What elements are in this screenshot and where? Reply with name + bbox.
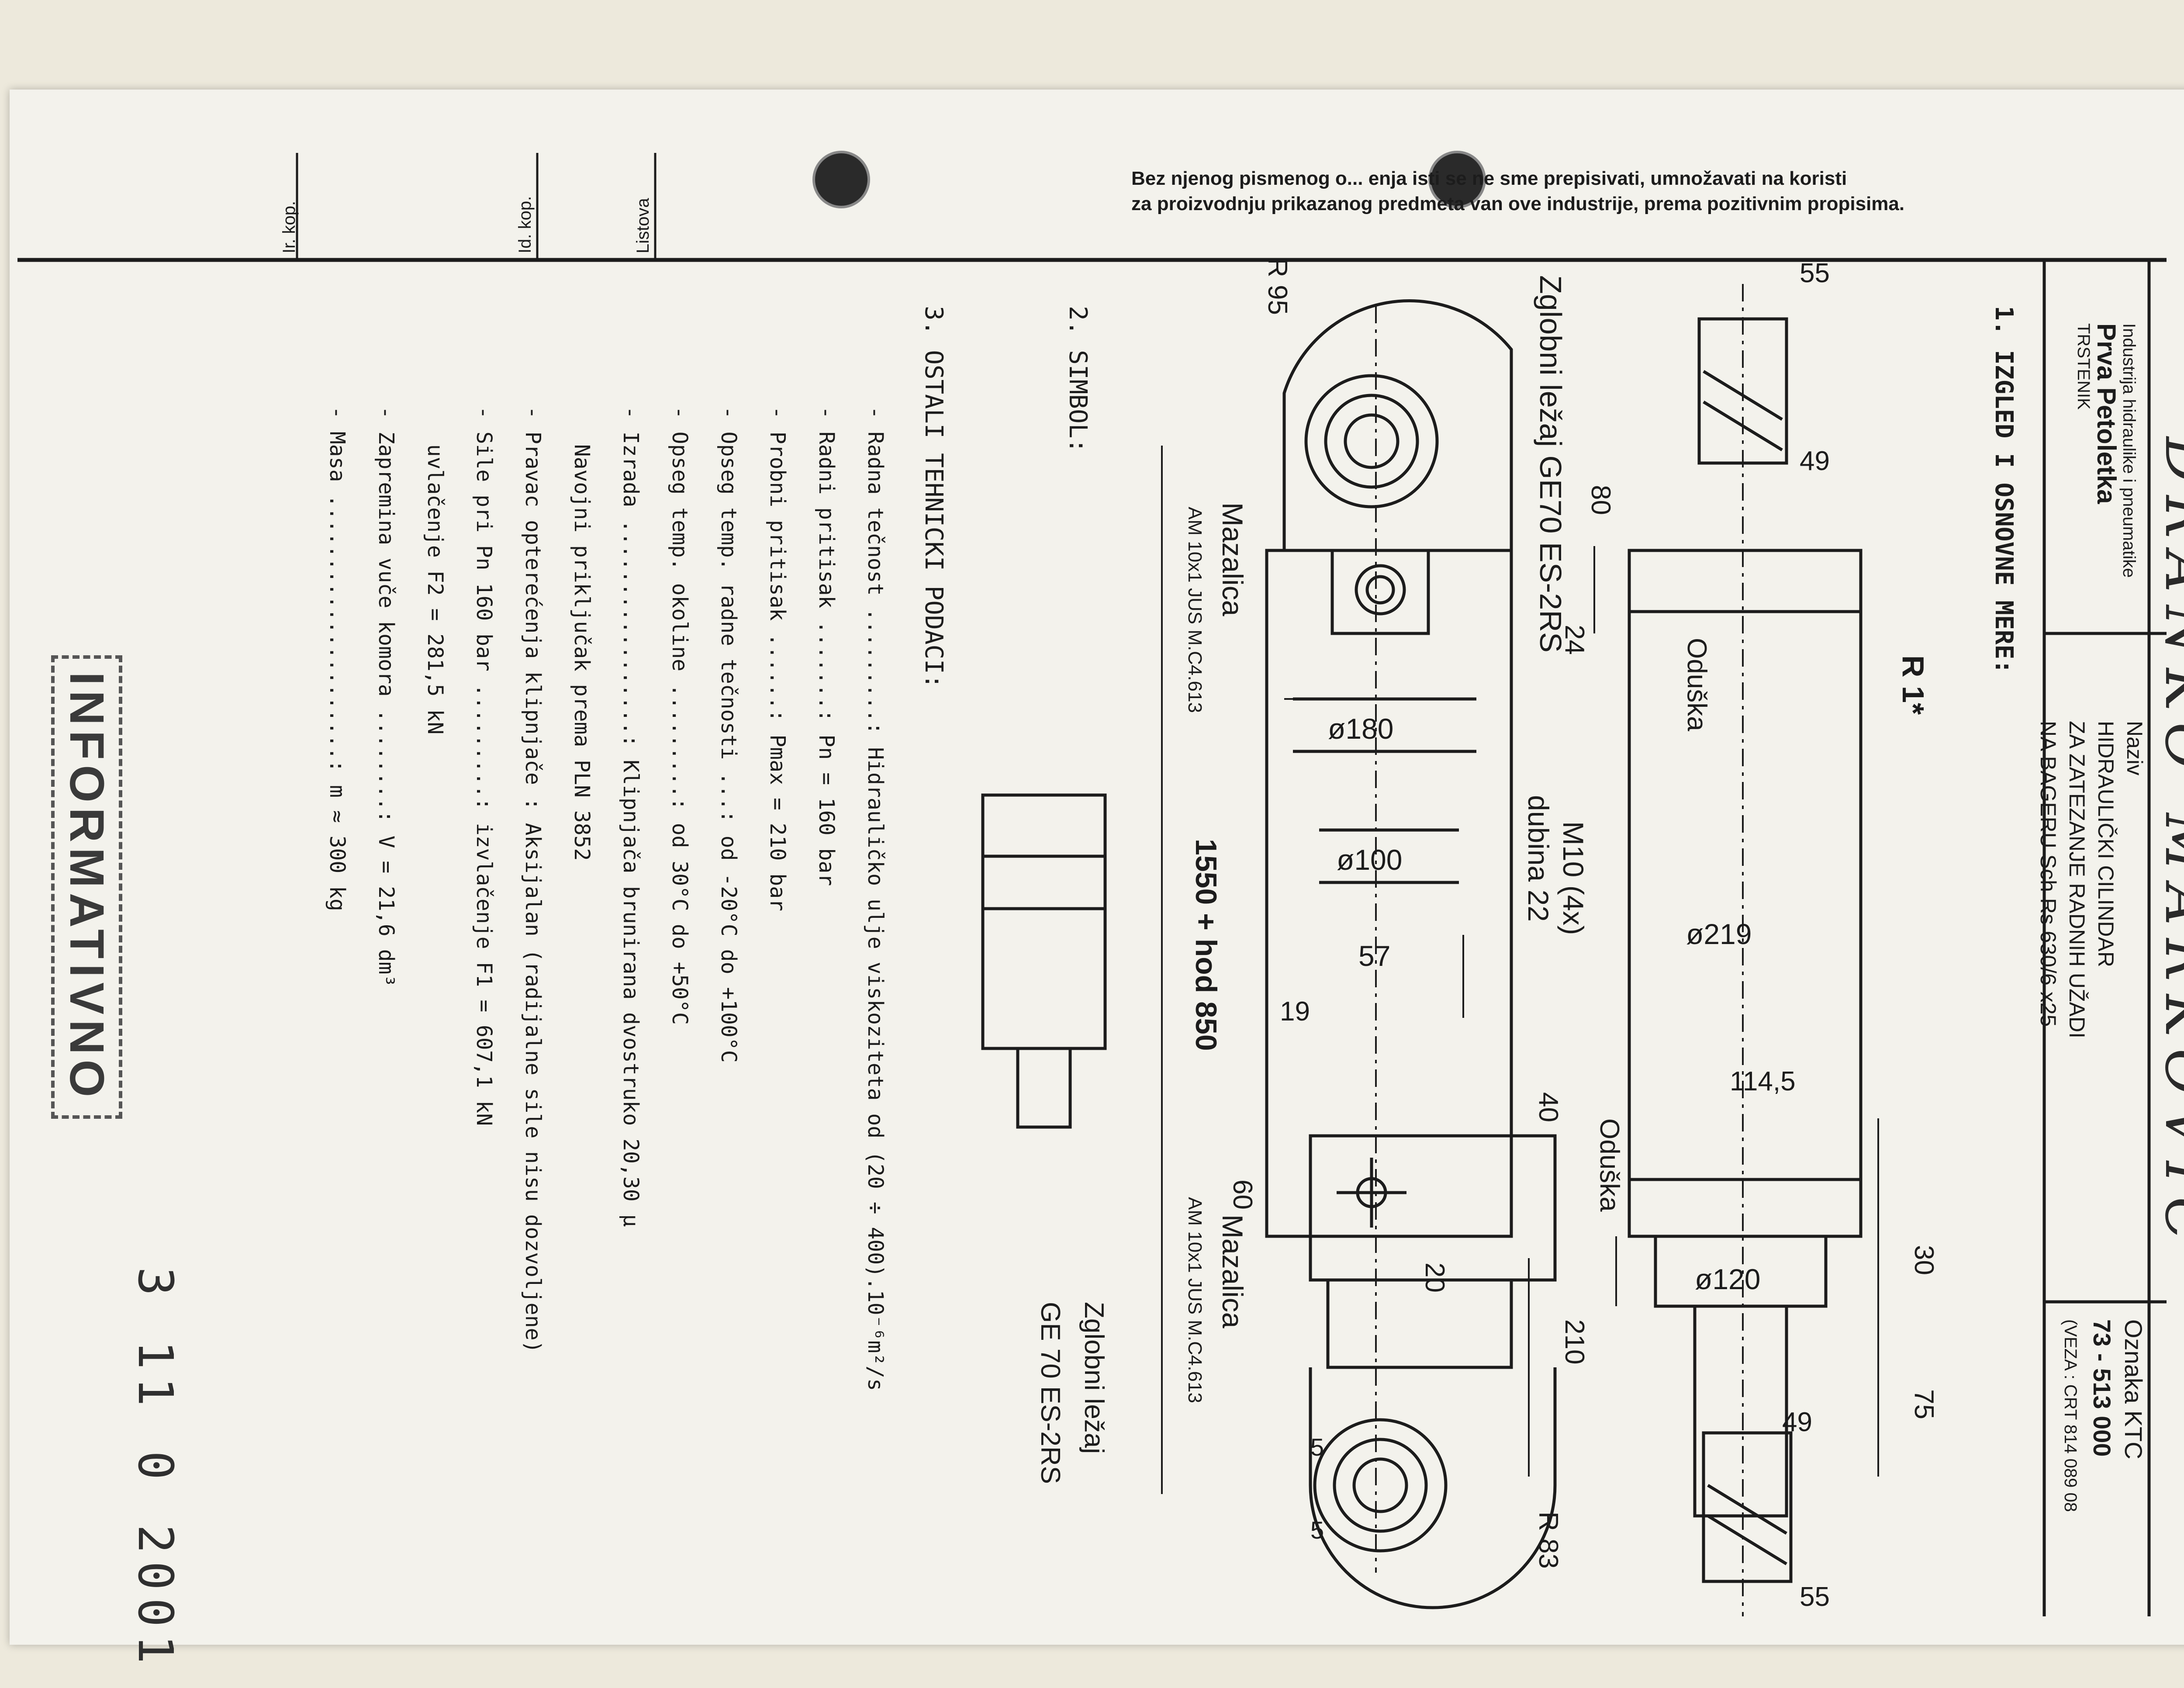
tech-row: - Radni pritisak .......: Pn = 160 bar (814, 406, 839, 886)
oznaka-label: Oznaka KTC (2120, 1319, 2147, 1460)
legal-notice-line2: za proizvodnju prikazanog predmeta van o… (1131, 193, 1905, 214)
tech-row: - Opseg temp. okoline .........: od 30°C… (667, 406, 692, 1025)
tech-row: - Zapremina vuče komora ........: V = 21… (374, 406, 398, 987)
oznaka-block: Oznaka KTC 73 - 513 000 (VEZA : CRT 814 … (2055, 1319, 2149, 1512)
tech-row: uvlačenje F2 = 281,5 kN (423, 444, 447, 735)
naziv-line3: NA BAGERU Sch Rs 630/6 x25 (2036, 721, 2060, 1027)
dim-r1: R 1* (1896, 655, 1930, 715)
dim-19: 19 (1280, 996, 1310, 1027)
bearing-label-2b: GE 70 ES-2RS (1035, 1302, 1065, 1484)
tech-row: - Probni pritisak ......: Pmax = 210 bar (765, 406, 790, 911)
oznaka-code: KTC (2120, 1410, 2147, 1460)
date-stamp: 3 11 0 2001 (128, 1267, 183, 1672)
section-1-title: 1. IZGLED I OSNOVNE MERE: (1990, 306, 2018, 674)
dim-20: 20 (1420, 1263, 1450, 1293)
dim-5a: 5 (1310, 1433, 1324, 1461)
tech-row: - Izrada .................: Klipnjača br… (619, 406, 643, 1227)
bearing-label-2a: Zglobni ležaj (1079, 1302, 1109, 1454)
grease-nipple-label-1: Mazalica (1216, 502, 1249, 616)
dim-diameter-120: ø120 (1695, 1263, 1761, 1295)
dim-55-top: 55 (1800, 258, 1830, 288)
dim-80: 80 (1586, 485, 1616, 515)
tech-data-list: - Radna tečnost .........: Hidrauličko u… (313, 406, 900, 1391)
dim-40: 40 (1533, 1092, 1563, 1122)
dim-210: 210 (1559, 1319, 1590, 1365)
naziv-line2: ZA ZATEZANJE RADNIH UŽADI (2065, 721, 2089, 1038)
margin-label-listova: Listova (633, 198, 653, 253)
vent-label-2: Oduška (1594, 1118, 1624, 1212)
company-name: Prva Petoletka (2092, 323, 2121, 504)
dim-55-bottom: 55 (1800, 1582, 1830, 1612)
thread-depth: dubina 22 (1522, 795, 1555, 922)
punch-hole-right (1428, 151, 1486, 208)
dim-75: 75 (1909, 1389, 1939, 1419)
company-block: Industrija hidraulike i pneumatike Prva … (2072, 323, 2140, 578)
margin-label-ir: Ir. kop. (280, 201, 299, 253)
vent-label-1: Oduška (1682, 638, 1712, 731)
tech-row: - Opseg temp. radne tečnosti ...: od -20… (716, 406, 741, 1063)
informativno-stamp: INFORMATIVNO (51, 655, 122, 1119)
dim-57: 57 (1358, 940, 1391, 972)
dim-30: 30 (1909, 1245, 1939, 1275)
tech-row: - Radna tečnost .........: Hidrauličko u… (863, 406, 888, 1391)
tech-row: - Masa .....................: m ≈ 300 kg (325, 406, 349, 911)
punch-hole-left (812, 151, 870, 208)
dim-60: 60 (1227, 1180, 1258, 1210)
grease-nipple-label-2: Mazalica (1216, 1214, 1249, 1328)
naziv-block: Naziv HIDRAULIČKI CILINDAR ZA ZATEZANJE … (2034, 721, 2149, 1038)
dim-5b: 5 (1310, 1516, 1324, 1544)
dim-r95: R 95 (1262, 258, 1292, 315)
paper-sheet (10, 90, 2184, 1645)
dim-49-top: 49 (1800, 446, 1830, 476)
tech-row: - Pravac opterećenja klipnjače : Aksijal… (521, 406, 545, 1353)
legal-notice-line1: Bez njenog pismenog o... enja isti se ne… (1131, 168, 1847, 189)
bearing-label-1: Zglobni ležaj GE70 ES-2RS (1534, 275, 1568, 653)
grease-nipple-spec-1: AM 10x1 JUS M.C4.613 (1184, 507, 1206, 713)
naziv-label: Naziv (2122, 721, 2147, 776)
tech-row: - Sile pri Pn 160 bar .........: izvlače… (472, 406, 496, 1126)
dim-diameter-180: ø180 (1328, 713, 1394, 745)
veza-ref: (VEZA : CRT 814 089 08 (2061, 1319, 2080, 1512)
grease-nipple-spec-2: AM 10x1 JUS M.C4.613 (1184, 1197, 1206, 1403)
section-3-title: 3. OSTALI TEHNICKI PODACI: (919, 306, 948, 689)
dim-49-bottom: 49 (1782, 1407, 1812, 1437)
handwritten-name: DRANKO MARKOVIC (2153, 437, 2184, 1253)
section-2-title: 2. SIMBOL: (1064, 306, 1092, 453)
oznaka-number: 73 - 513 000 (2088, 1319, 2116, 1457)
dim-r83: R 83 (1533, 1512, 1563, 1569)
dim-diameter-100: ø100 (1337, 844, 1403, 876)
overall-length: 1550 + hod 850 (1189, 839, 1223, 1051)
legal-notice: Bez njenog pismenog o... enja isti se ne… (1131, 166, 1904, 217)
dim-diameter-219: ø219 (1686, 918, 1752, 950)
naziv-value: HIDRAULIČKI CILINDAR (2094, 721, 2118, 967)
tech-row: Navojni priključak prema PLN 3852 (570, 444, 594, 861)
margin-label-id: Id. kop. (515, 196, 535, 253)
dim-114-5: 114,5 (1730, 1066, 1796, 1097)
thread-m10: M10 (4x) (1557, 821, 1590, 935)
